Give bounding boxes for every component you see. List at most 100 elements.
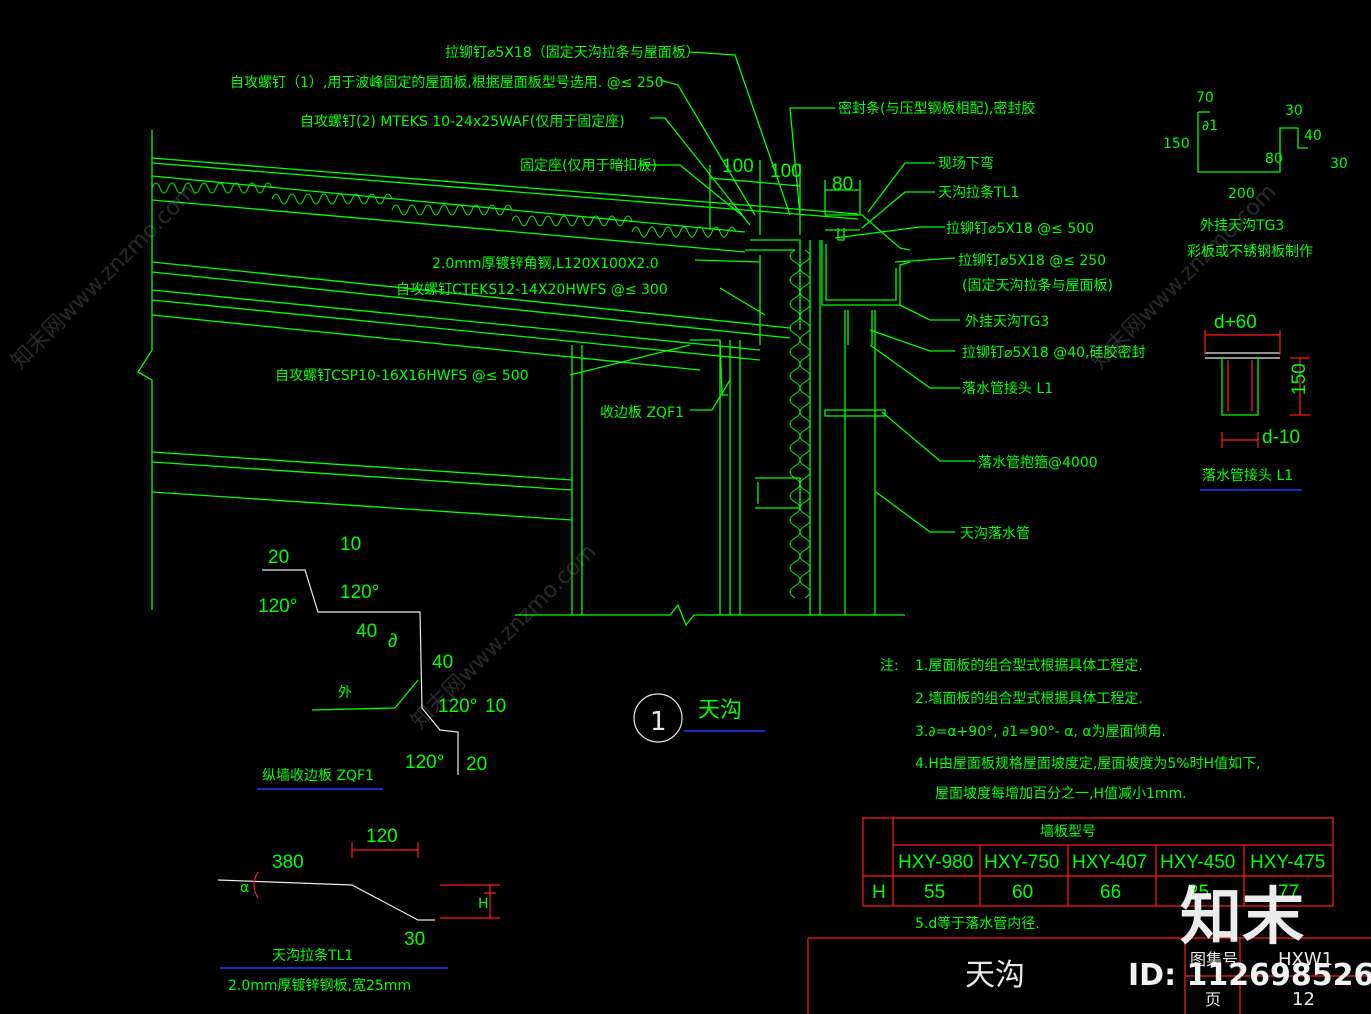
tl1-title: 天沟拉条TL1	[272, 947, 353, 964]
label-downpipe-clamp: 落水管抱箍@4000	[978, 454, 1098, 471]
dim-100b: 100	[770, 161, 802, 182]
table-col-3: HXY-450	[1160, 852, 1235, 873]
leaders	[569, 51, 975, 533]
l1-dim-150: 150	[1289, 363, 1310, 395]
page-label: 页	[1205, 990, 1221, 1009]
dim-100a: 100	[722, 156, 754, 177]
label-gutter-tie: 天沟拉条TL1	[938, 184, 1019, 201]
label-seal-strip: 密封条(与压型钢板相配),密封胶	[838, 100, 1035, 117]
zqf1-dim-11: 20	[466, 754, 487, 775]
zqf1-dim-6: 40	[432, 652, 453, 673]
zqf1-dim-1: 10	[340, 534, 361, 555]
roof-insulation	[151, 182, 273, 194]
atlas-value: HXW1	[1278, 949, 1333, 970]
wall-insulation	[789, 249, 801, 599]
label-fixing-seat: 固定座(仅用于暗扣板)	[520, 158, 657, 174]
label-rivet-250-note: (固定天沟拉条与屋面板)	[962, 277, 1113, 294]
l1-detail: d+60 150 d-10 落水管接头 L1	[1200, 312, 1310, 491]
l1-title: 落水管接头 L1	[1202, 467, 1293, 484]
tg3-dim-30b: 30	[1330, 156, 1348, 172]
label-rivet-500: 拉铆钉⌀5X18 @≤ 500	[946, 221, 1094, 237]
atlas-label: 图集号	[1190, 950, 1238, 969]
tg3-dim-80: 80	[1265, 151, 1283, 167]
detail-tag: 1 天沟	[633, 693, 765, 743]
channel-section	[755, 477, 801, 509]
note-3: 3.∂=α+90°, ∂1=90°- α, α为屋面倾角.	[915, 724, 1166, 740]
label-ext-gutter: 外挂天沟TG3	[965, 314, 1049, 330]
column-line	[137, 130, 153, 610]
zqf1-dim-0: 20	[268, 547, 289, 568]
zqf1-dim-10: 120°	[405, 752, 444, 773]
label-rivet-tie: 拉铆钉⌀5X18（固定天沟拉条与屋面板）	[445, 44, 700, 61]
label-rivet-40: 拉铆钉⌀5X18 @40,硅胶密封	[962, 344, 1145, 361]
tl1-h: H	[478, 896, 489, 912]
table-row-label: H	[872, 882, 886, 903]
label-gutter-downpipe: 天沟落水管	[960, 526, 1030, 542]
tl1-dim-120: 120	[366, 826, 398, 847]
zqf1-dim-5: ∂	[388, 631, 397, 652]
label-site-cut: 现场下弯	[938, 155, 994, 172]
watermark-url-1: 知末网www.znzmo.com	[7, 179, 202, 374]
zqf1-dim-3: 120°	[340, 582, 379, 603]
detail-title: 天沟	[698, 698, 742, 723]
watermark-brand: 知末	[1180, 880, 1304, 953]
note-2: 2.墙面板的组合型式根据具体工程定.	[915, 691, 1143, 707]
zqf1-dim-2: 120°	[258, 596, 297, 617]
zqf1-dim-4: 40	[356, 621, 377, 642]
main-detail	[137, 130, 911, 627]
tg3-dim-200: 200	[1228, 186, 1255, 202]
zqf1-profile: 20 10 120° 120° 40 ∂ 40 外 120° 10 120° 2…	[257, 534, 506, 790]
tl1-subtitle: 2.0mm厚镀锌钢板,宽25mm	[228, 977, 411, 994]
title-block: 天沟 图集号 HXW1 页 12	[807, 937, 1371, 1014]
zqf1-title: 纵墙收边板 ZQF1	[262, 768, 374, 784]
table-header: 墙板型号	[1040, 824, 1096, 840]
l1-dim-d10: d-10	[1262, 427, 1300, 448]
label-screw-2: 自攻螺钉(2) MTEKS 10-24x25WAF(仅用于固定座)	[300, 114, 625, 130]
label-angle-steel: 2.0mm厚镀锌角钢,L120X100X2.0	[432, 255, 659, 272]
zqf1-dim-7: 外	[338, 685, 352, 701]
label-edge-board: 收边板 ZQF1	[600, 405, 684, 421]
gutter-tg3	[821, 240, 911, 306]
label-downpipe-joint: 落水管接头 L1	[962, 380, 1053, 397]
note-4: 4.H由屋面板规格屋面坡度定,屋面坡度为5%时H值如下,	[915, 756, 1261, 772]
table-col-2: HXY-407	[1072, 852, 1147, 873]
l1-dim-d60: d+60	[1214, 312, 1257, 333]
downpipe	[844, 310, 876, 615]
panel-table: 墙板型号 H HXY-980 HXY-750 HXY-407 HXY-450 H…	[862, 817, 1334, 907]
title-block-title: 天沟	[965, 958, 1025, 993]
label-screw-1: 自攻螺钉（1）,用于波峰固定的屋面板,根据屋面板型号选用. @≤ 250	[230, 75, 664, 91]
watermark-url-3: 知末网www.znzmo.com	[1087, 179, 1282, 374]
table-col-0: HXY-980	[898, 852, 973, 873]
tg3-title: 外挂天沟TG3	[1200, 218, 1284, 234]
note-5: 5.d等于落水管内径.	[915, 915, 1040, 932]
page-value: 12	[1292, 989, 1315, 1010]
detail-number: 1	[650, 707, 667, 737]
label-screw-cteks: 自攻螺钉CTEKS12-14X20HWFS @≤ 300	[396, 282, 668, 298]
table-col-1: HXY-750	[984, 852, 1059, 873]
table-val-4: 77	[1278, 882, 1299, 903]
table-val-3: 25	[1188, 882, 1209, 903]
tg3-angle: ∂1	[1202, 118, 1218, 134]
dim-80: 80	[832, 174, 853, 195]
tg3-dim-30a: 30	[1285, 103, 1303, 119]
table-col-4: HXY-475	[1250, 852, 1325, 873]
label-rivet-250: 拉铆钉⌀5X18 @≤ 250	[958, 253, 1106, 269]
notes: 注: 1.屋面板的组合型式根据具体工程定. 2.墙面板的组合型式根据具体工程定.…	[880, 658, 1261, 932]
label-screw-csp: 自攻螺钉CSP10-16X16HWFS @≤ 500	[275, 368, 529, 384]
table-val-1: 60	[1012, 882, 1033, 903]
tl1-dim-30: 30	[404, 929, 425, 950]
tl1-alpha: α	[240, 880, 249, 896]
main-labels: 拉铆钉⌀5X18（固定天沟拉条与屋面板） 自攻螺钉（1）,用于波峰固定的屋面板,…	[230, 44, 1145, 542]
zqf1-dim-9: 10	[485, 696, 506, 717]
note-1: 1.屋面板的组合型式根据具体工程定.	[915, 658, 1143, 674]
table-val-0: 55	[924, 882, 945, 903]
tl1-dim-380: 380	[272, 852, 304, 873]
tg3-dim-150: 150	[1163, 136, 1190, 152]
tg3-dim-70: 70	[1196, 90, 1214, 106]
table-val-2: 66	[1100, 882, 1121, 903]
watermark-id: ID: 1126985265	[1128, 958, 1371, 993]
zqf1-dim-8: 120°	[438, 696, 477, 717]
tg3-subtitle: 彩板或不锈钢板制作	[1187, 244, 1313, 260]
notes-prefix: 注:	[880, 658, 899, 674]
